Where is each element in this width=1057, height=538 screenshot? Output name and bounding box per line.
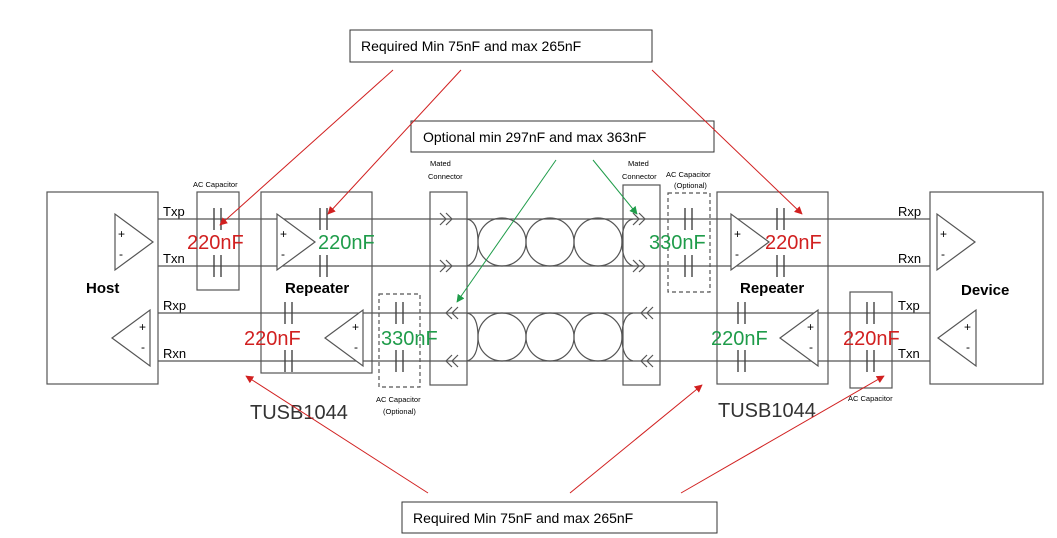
svg-text:+: + <box>280 227 287 241</box>
mated-connector-right <box>622 184 661 386</box>
mated-left-label-1: Mated <box>430 159 451 168</box>
repeater-right-rx-amplifier <box>778 308 819 368</box>
svg-text:-: - <box>354 340 358 354</box>
svg-text:+: + <box>118 227 125 241</box>
host-txp-label: Txp <box>163 204 185 219</box>
host-rxp-label: Rxp <box>163 298 186 313</box>
device-txn-label: Txn <box>898 346 920 361</box>
chip-label-right: TUSB1044 <box>718 400 816 422</box>
connector-chevrons <box>439 212 654 368</box>
mated-right-label-1: Mated <box>628 159 649 168</box>
repeater-left-tx-amplifier <box>276 212 317 272</box>
svg-text:+: + <box>139 320 146 334</box>
host-rx-amplifier <box>110 308 151 368</box>
svg-text:-: - <box>941 247 945 261</box>
callout-bottom-required: Required Min 75nF and max 265nF <box>413 510 633 526</box>
callout-top-required: Required Min 75nF and max 265nF <box>361 38 581 54</box>
svg-text:+: + <box>352 320 359 334</box>
optional-arrows <box>456 159 638 303</box>
ac-cap-opt-left-label-2: (Optional) <box>383 407 416 416</box>
cap-value-repeater-right-in: 220nF <box>765 232 822 254</box>
mated-left-label-2: Connector <box>428 172 463 181</box>
callout-bottom-required-box <box>401 501 718 534</box>
device-rxp-label: Rxp <box>898 204 921 219</box>
host-rxn-label: Rxn <box>163 346 186 361</box>
cap-value-repeater-left-in: 220nF <box>244 328 301 350</box>
cap-value-repeater-left-out: 220nF <box>318 232 375 254</box>
svg-text:-: - <box>281 247 285 261</box>
svg-text:+: + <box>940 227 947 241</box>
host-label: Host <box>86 280 119 297</box>
svg-text:-: - <box>141 340 145 354</box>
ac-capacitor-device-box <box>849 291 893 389</box>
svg-text:-: - <box>809 340 813 354</box>
device-rxn-label: Rxn <box>898 251 921 266</box>
callout-top-required-box <box>349 29 653 63</box>
svg-text:+: + <box>807 320 814 334</box>
repeater-right-tx-amplifier <box>730 212 771 272</box>
device-tx-amplifier <box>936 308 977 368</box>
cap-value-optional-right: 330nF <box>649 232 706 254</box>
amplifier-polarity-marks: + - + - + - + - + - + - + - + - <box>118 227 971 354</box>
host-tx-amplifier <box>114 212 155 272</box>
device-txp-label: Txp <box>898 298 920 313</box>
device-rx-amplifier <box>936 212 977 272</box>
svg-text:-: - <box>119 247 123 261</box>
cap-value-repeater-right-out: 220nF <box>711 328 768 350</box>
callout-optional: Optional min 297nF and max 363nF <box>423 129 646 145</box>
svg-text:-: - <box>735 247 739 261</box>
repeater-left-rx-amplifier <box>323 308 364 368</box>
cap-value-host-tx: 220nF <box>187 232 244 254</box>
cap-value-optional-left: 330nF <box>381 328 438 350</box>
svg-text:+: + <box>734 227 741 241</box>
svg-text:+: + <box>964 320 971 334</box>
capacitor-symbols <box>213 208 875 372</box>
mated-right-label-2: Connector <box>622 172 657 181</box>
required-arrows <box>219 69 885 494</box>
ac-capacitor-host-box <box>196 191 240 291</box>
ac-cap-right-bottom-label: AC Capacitor <box>848 394 893 403</box>
ac-cap-opt-right-label-1: AC Capacitor <box>666 170 711 179</box>
ac-cap-opt-left-label-1: AC Capacitor <box>376 395 421 404</box>
callout-optional-box <box>410 120 715 153</box>
ac-cap-left-top-label: AC Capacitor <box>193 180 238 189</box>
svg-text:-: - <box>966 340 970 354</box>
host-txn-label: Txn <box>163 251 185 266</box>
repeater-right-label: Repeater <box>740 280 804 297</box>
device-label: Device <box>961 282 1009 299</box>
cable-twisted-pairs <box>466 217 634 362</box>
amplifiers <box>110 212 977 368</box>
mated-connector-left <box>429 191 468 386</box>
ac-capacitor-optional-left-box <box>378 293 421 388</box>
repeater-left-label: Repeater <box>285 280 349 297</box>
chip-label-left: TUSB1044 <box>250 402 348 424</box>
ac-cap-opt-right-label-2: (Optional) <box>674 181 707 190</box>
ac-capacitor-optional-right-box <box>667 192 711 293</box>
cap-value-device-tx: 220nF <box>843 328 900 350</box>
